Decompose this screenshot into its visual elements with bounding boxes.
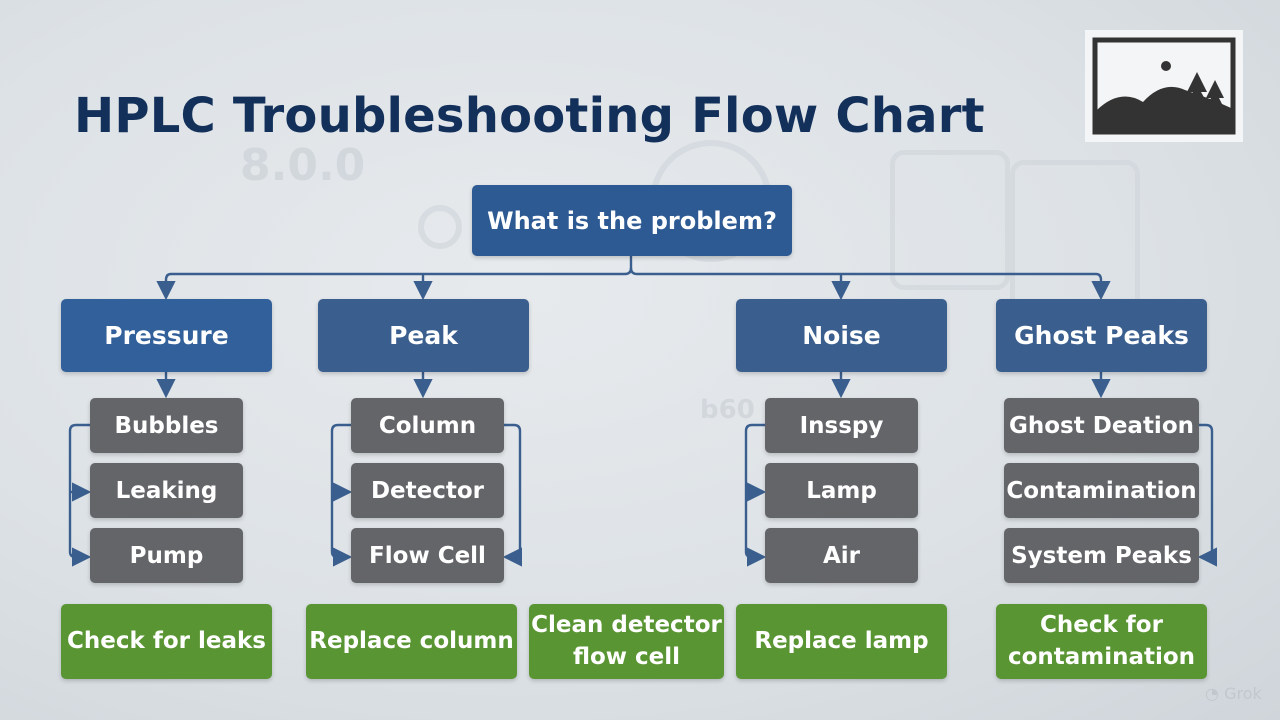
cause-flow-cell: Flow Cell [351, 528, 504, 583]
action-check-contamination-line1: Check for [1040, 612, 1163, 639]
cause-air: Air [765, 528, 918, 583]
grok-logo-icon: ◔ [1205, 684, 1219, 703]
category-ghost-peaks: Ghost Peaks [996, 299, 1207, 372]
cause-detector: Detector [351, 463, 504, 518]
root-question-box: What is the problem? [472, 185, 792, 256]
cause-lamp: Lamp [765, 463, 918, 518]
cause-pump: Pump [90, 528, 243, 583]
background-decoration: b60 [700, 395, 755, 425]
action-clean-detector-line2: flow cell [572, 643, 681, 670]
background-decoration: 8.0.0 [240, 140, 366, 191]
watermark-text: Grok [1224, 684, 1262, 703]
category-pressure: Pressure [61, 299, 272, 372]
cause-contamination: Contamination [1004, 463, 1199, 518]
action-replace-lamp: Replace lamp [736, 604, 947, 679]
action-clean-detector-flow-cell: Clean detector flow cell [529, 604, 724, 679]
category-noise: Noise [736, 299, 947, 372]
action-check-for-contamination: Check for contamination [996, 604, 1207, 679]
cause-bubbles: Bubbles [90, 398, 243, 453]
action-replace-column: Replace column [306, 604, 517, 679]
cause-leaking: Leaking [90, 463, 243, 518]
cause-insspy: Insspy [765, 398, 918, 453]
image-placeholder-icon [1085, 30, 1243, 142]
background-decoration [418, 205, 462, 249]
action-check-for-leaks: Check for leaks [61, 604, 272, 679]
action-clean-detector-line1: Clean detector [531, 612, 722, 639]
action-check-contamination-line2: contamination [1007, 643, 1196, 670]
background-decoration [890, 150, 1010, 290]
grok-watermark: ◔ Grok [1205, 684, 1262, 703]
cause-column: Column [351, 398, 504, 453]
cause-system-peaks: System Peaks [1004, 528, 1199, 583]
category-peak: Peak [318, 299, 529, 372]
page-title: HPLC Troubleshooting Flow Chart [74, 88, 985, 144]
cause-ghost-deation: Ghost Deation [1004, 398, 1199, 453]
